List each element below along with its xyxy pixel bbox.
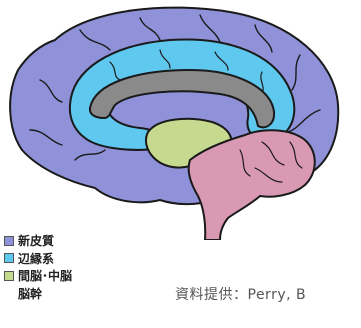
legend-item: 新皮質 bbox=[4, 232, 72, 250]
legend-label: 新皮質 bbox=[18, 232, 54, 249]
legend-swatch bbox=[4, 288, 14, 298]
legend-item: 間脳･中脳 bbox=[4, 267, 72, 285]
legend-swatch bbox=[4, 253, 14, 263]
legend: 新皮質 辺縁系 間脳･中脳 脳幹 bbox=[4, 232, 72, 302]
legend-swatch bbox=[4, 236, 14, 246]
legend-item: 脳幹 bbox=[4, 285, 72, 303]
legend-label: 脳幹 bbox=[18, 285, 42, 302]
legend-label: 間脳･中脳 bbox=[18, 267, 72, 284]
image-credit: 資料提供：Perry, B bbox=[175, 284, 306, 304]
legend-label: 辺縁系 bbox=[18, 250, 54, 267]
brain-diagram bbox=[0, 0, 361, 240]
legend-item: 辺縁系 bbox=[4, 250, 72, 268]
legend-swatch bbox=[4, 271, 14, 281]
